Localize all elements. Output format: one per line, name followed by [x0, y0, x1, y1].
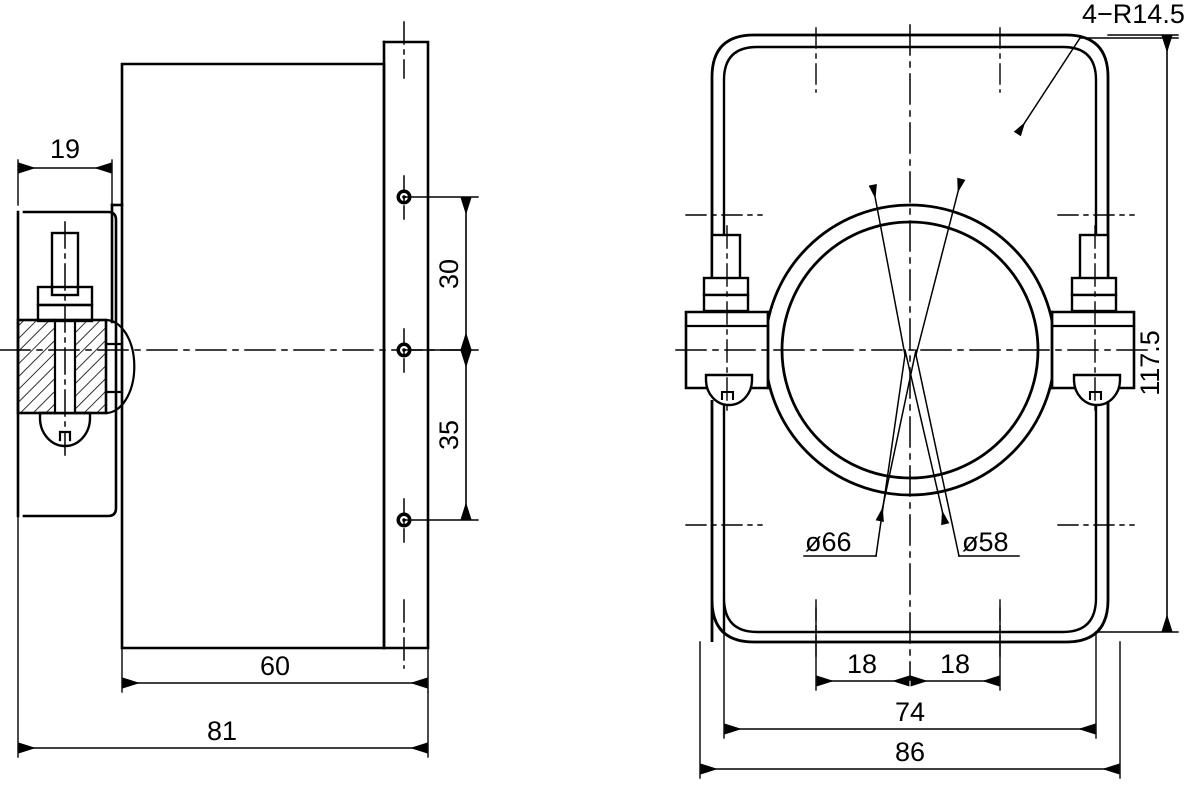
dimension-19 [17, 159, 113, 206]
clamp-jaw-section [16, 318, 108, 415]
dimension-label-35: 35 [434, 420, 464, 450]
dimension-86 [699, 641, 1121, 779]
annotation-label-dia-66: ø66 [805, 527, 852, 557]
dimension-18-left [815, 607, 910, 691]
dimension-18-right [910, 607, 1001, 691]
corner-centermarks-top [815, 27, 1001, 93]
dimension-labels: 19 30 35 60 81 117.5 18 18 74 86 [50, 134, 1165, 767]
dimension-117p5 [1095, 34, 1179, 633]
bolt-housing-block [22, 210, 118, 518]
dimension-label-30: 30 [434, 259, 464, 289]
annotation-label-radius: 4−R14.5 [1082, 0, 1185, 29]
front-bolt-left [702, 225, 754, 413]
dimension-label-18-left: 18 [847, 649, 877, 679]
front-view-annotations [699, 34, 1179, 779]
dimension-35 [403, 350, 479, 521]
leader-dia-66 [803, 184, 906, 557]
leader-dia-58 [915, 177, 1020, 557]
side-view-group [0, 21, 471, 669]
leader-dia-crosstails [875, 349, 950, 526]
corner-centermarks-bottom [815, 599, 1001, 661]
dimension-30 [403, 196, 479, 351]
body-step-upper [110, 203, 124, 324]
side-view-body-outline [120, 62, 386, 650]
dimension-label-60: 60 [260, 651, 290, 681]
front-bolt-right [1070, 225, 1122, 413]
dimension-label-74: 74 [895, 697, 925, 727]
leader-radius-note [1013, 36, 1179, 137]
dimension-label-19: 19 [50, 134, 80, 164]
front-view-group [675, 24, 1151, 681]
annotation-label-dia-58: ø58 [962, 527, 1009, 557]
dimension-74 [723, 631, 1097, 739]
dimension-81 [17, 515, 429, 758]
front-view-centerlines [675, 24, 1151, 681]
clamp-ring-block-joins [766, 310, 1054, 390]
clamp-boss-arc [104, 318, 136, 415]
dimension-label-18-right: 18 [940, 649, 970, 679]
side-view-dimensions [17, 159, 479, 758]
dimension-label-86: 86 [895, 737, 925, 767]
corner-centermarks-sides [685, 214, 1135, 526]
dimension-label-117p5: 117.5 [1135, 330, 1165, 396]
annotation-labels: 4−R14.5 ø66 ø58 [805, 0, 1185, 557]
dimension-label-81: 81 [207, 716, 237, 746]
mounting-plate [382, 40, 430, 650]
dimension-60 [121, 647, 429, 693]
